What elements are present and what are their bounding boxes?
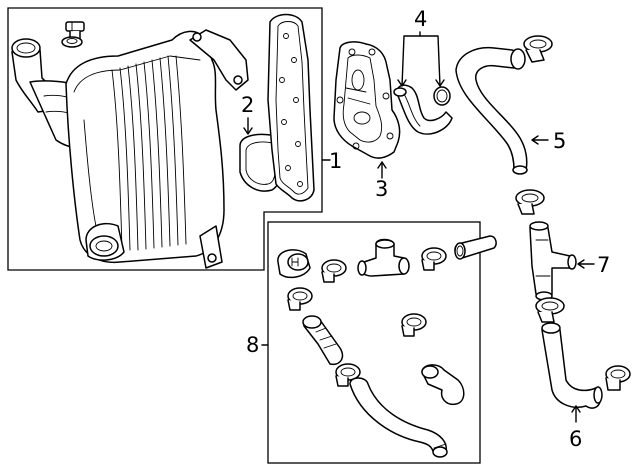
- group-box-8: [267, 221, 481, 464]
- clamp-kit-3-part[interactable]: [287, 287, 313, 311]
- kit-sleeve-part[interactable]: [454, 235, 497, 260]
- cooler-fins: [111, 55, 187, 251]
- bolt-part[interactable]: [61, 21, 85, 48]
- o-ring-part[interactable]: [433, 86, 451, 106]
- leader-2: [243, 117, 253, 135]
- hose-upper-part[interactable]: [455, 46, 528, 175]
- oil-cooler-part[interactable]: [65, 29, 249, 269]
- kit-long-hose-part[interactable]: [349, 377, 448, 458]
- cover-plate-part[interactable]: [333, 41, 401, 159]
- tee-fitting-part[interactable]: [529, 221, 577, 301]
- cap-part[interactable]: [277, 249, 311, 279]
- group-box-1: [7, 7, 323, 271]
- callout-3: 3: [375, 177, 388, 201]
- leader-5: [531, 135, 549, 145]
- callout-8: 8: [246, 333, 259, 357]
- clamp-upper-part[interactable]: [523, 35, 553, 63]
- adapter-gasket-part[interactable]: [267, 13, 315, 202]
- hose-lower-part[interactable]: [541, 322, 603, 409]
- callout-1: 1: [329, 149, 342, 173]
- leader-7: [577, 259, 595, 269]
- leader-6: [571, 405, 581, 423]
- kit-elbow-part[interactable]: [421, 364, 465, 406]
- clamp-right-part[interactable]: [605, 365, 631, 391]
- callout-4: 4: [414, 7, 427, 31]
- leader-3: [377, 161, 387, 179]
- clamp-kit-1-part[interactable]: [321, 259, 347, 283]
- leader-4: [397, 31, 445, 87]
- clamp-lower-part[interactable]: [535, 297, 565, 323]
- kit-fitting-part[interactable]: [302, 315, 344, 366]
- callout-7: 7: [597, 253, 610, 277]
- kit-tee-pipe-part[interactable]: [357, 238, 410, 277]
- clamp-kit-2-part[interactable]: [421, 247, 447, 271]
- clamp-kit-4-part[interactable]: [401, 313, 427, 337]
- clamp-kit-5-part[interactable]: [335, 363, 361, 387]
- bent-tube-part[interactable]: [393, 84, 453, 135]
- callout-2: 2: [241, 93, 254, 117]
- clamp-middle-part[interactable]: [515, 189, 545, 215]
- callout-5: 5: [553, 129, 566, 153]
- callout-6: 6: [569, 427, 582, 451]
